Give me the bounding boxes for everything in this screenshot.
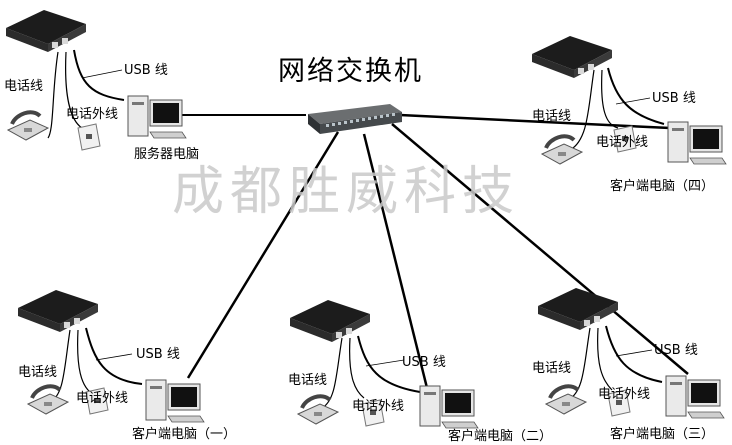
- client-1-label: 客户端电脑（一）: [132, 427, 237, 442]
- outside-line-label: 电话外线: [596, 135, 649, 150]
- server-label: 服务器电脑: [134, 147, 200, 162]
- outside-line-label: 电话外线: [66, 107, 119, 122]
- telephone-icon: [540, 134, 584, 165]
- outside-line-label: 电话外线: [76, 391, 129, 406]
- link-client-2: [362, 133, 430, 393]
- outside-line-label: 电话外线: [352, 399, 405, 414]
- usb-line-label: USB 线: [124, 63, 168, 78]
- phone-line-label: 电话线: [532, 361, 572, 376]
- usb-line-label: USB 线: [136, 347, 180, 362]
- recording-box-icon: [290, 300, 370, 342]
- computer-icon: [667, 121, 727, 165]
- usb-line-label: USB 线: [402, 355, 446, 370]
- phone-line-label: 电话线: [532, 109, 572, 124]
- recording-box-icon: [18, 290, 98, 332]
- usb-line-label: USB 线: [654, 343, 698, 358]
- link-client-1: [186, 131, 340, 379]
- network-switch-icon: [308, 104, 402, 134]
- phone-line-label: 电话线: [4, 79, 44, 94]
- computer-icon: [665, 375, 725, 419]
- recording-box-icon: [538, 288, 618, 330]
- client-3-label: 客户端电脑（三）: [610, 427, 715, 442]
- computer-icon: [419, 385, 479, 429]
- wall-jack-icon: [613, 125, 637, 153]
- telephone-icon: [26, 384, 70, 415]
- client-2-label: 客户端电脑（二）: [448, 429, 553, 444]
- diagram-title: 网络交换机: [278, 56, 423, 87]
- watermark: 成都胜威科技: [172, 162, 521, 222]
- telephone-icon: [6, 110, 50, 141]
- client-4-label: 客户端电脑（四）: [610, 179, 715, 194]
- recording-box-icon: [6, 10, 86, 52]
- computer-icon: [145, 379, 205, 423]
- recording-box-icon: [532, 36, 612, 78]
- outside-line-label: 电话外线: [598, 387, 651, 402]
- link-client-4: [399, 113, 671, 130]
- usb-line-label: USB 线: [652, 91, 696, 106]
- wall-jack-icon: [361, 399, 385, 427]
- wall-jack-icon: [85, 387, 109, 415]
- telephone-icon: [544, 384, 588, 415]
- phone-line-label: 电话线: [288, 373, 328, 388]
- link-client-3: [391, 123, 689, 375]
- wall-jack-icon: [607, 389, 631, 417]
- wall-jack-icon: [77, 123, 101, 151]
- phone-line-label: 电话线: [18, 365, 58, 380]
- computer-icon: [127, 95, 187, 139]
- telephone-icon: [296, 394, 340, 425]
